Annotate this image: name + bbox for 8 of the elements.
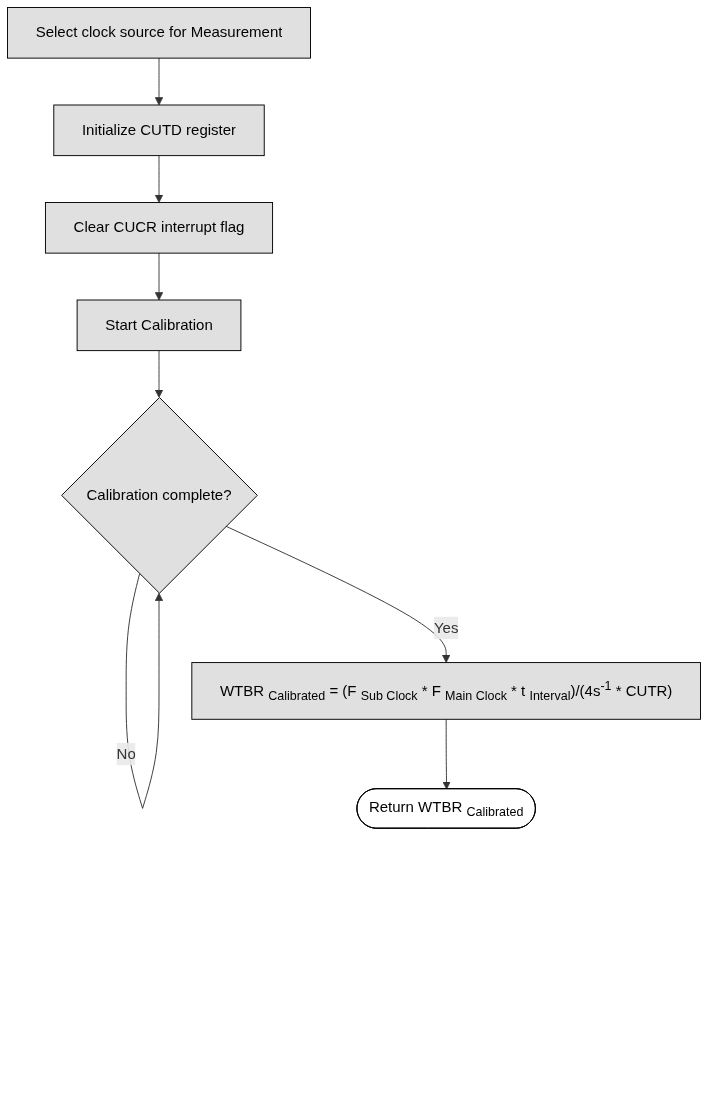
node-box: Select clock source for Measurement <box>7 7 311 59</box>
edge-label: No <box>116 745 136 762</box>
node-box: Clear CUCR interrupt flag <box>44 202 274 254</box>
edge-label: Yes <box>433 619 459 636</box>
node-box: Start Calibration <box>76 299 242 352</box>
node-box: Initialize CUTD register <box>53 104 265 157</box>
node-diamond: Calibration complete? <box>61 397 258 594</box>
node-box: WTBR $_{Calibrated}$ = (F $_{Sub Clock}$ * F $_{Main Clock}$ * t $_{Interval}$)/(4s$^{-1}$ * CUTR) <box>191 662 701 720</box>
